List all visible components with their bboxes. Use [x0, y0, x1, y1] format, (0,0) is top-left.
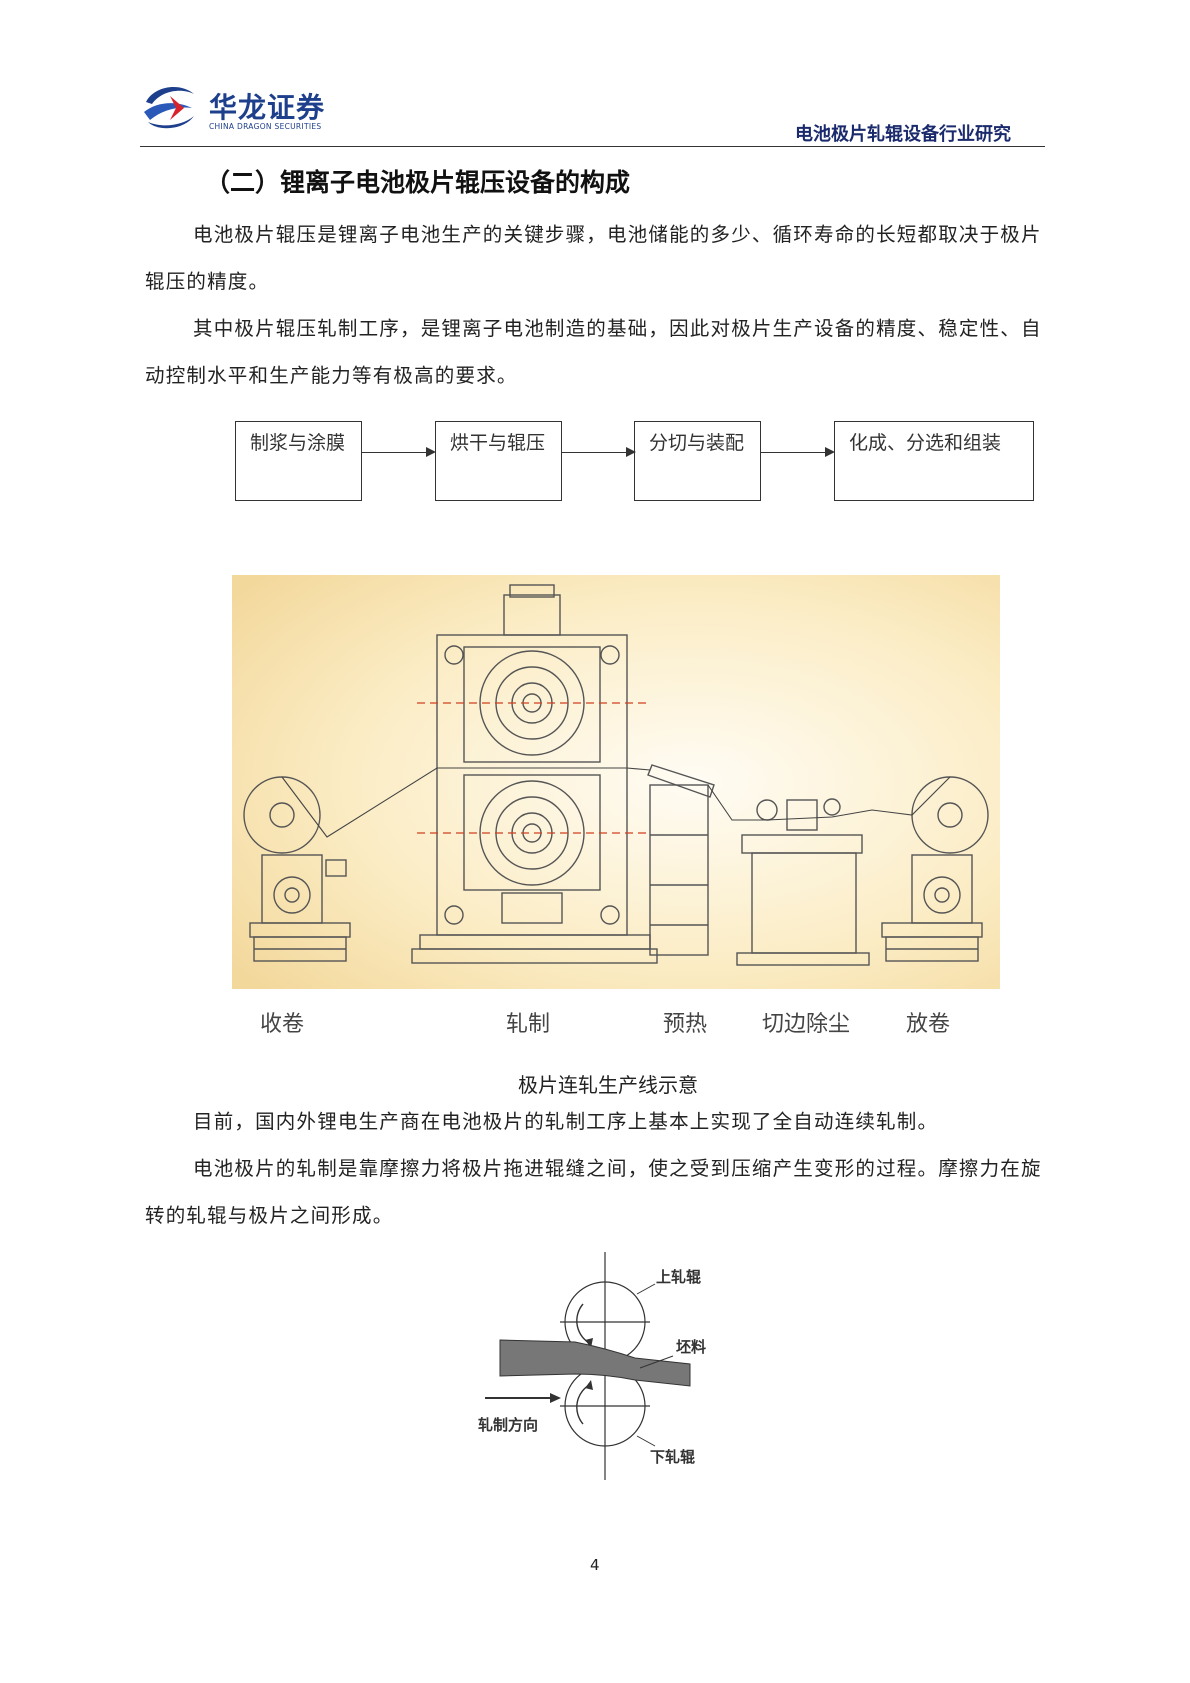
label-winding: 收卷: [260, 1012, 305, 1037]
logo-chinese-name: 华龙证券: [209, 91, 326, 124]
body-paragraphs: 目前，国内外锂电生产商在电池极片的轧制工序上基本上实现了全自动连续轧制。 电池极…: [145, 1098, 1050, 1239]
label-upper-roller: 上轧辊: [656, 1268, 702, 1286]
report-title: 电池极片轧辊设备行业研究: [795, 124, 1011, 145]
header-divider: [140, 146, 1045, 147]
flow-arrow-1: [362, 447, 436, 457]
flow-arrow-2: [562, 447, 636, 457]
paragraph-1: 电池极片辊压是锂离子电池生产的关键步骤，电池储能的多少、循环寿命的长短都取决于极…: [145, 223, 1042, 293]
production-line-diagram: [232, 575, 1000, 989]
flow-step-1: 制浆与涂膜: [235, 421, 362, 501]
label-preheat: 预热: [663, 1012, 708, 1037]
flow-step-2: 烘干与辊压: [435, 421, 562, 501]
logo-english-name: CHINA DRAGON SECURITIES: [209, 122, 322, 131]
label-rolling-direction: 轧制方向: [478, 1416, 539, 1434]
label-billet: 坯料: [676, 1338, 707, 1356]
page-number: 4: [590, 1556, 600, 1574]
paragraph-2: 其中极片辊压轧制工序，是锂离子电池制造的基础，因此对极片生产设备的精度、稳定性、…: [145, 317, 1042, 387]
paragraph-4: 电池极片的轧制是靠摩擦力将极片拖进辊缝之间，使之受到压缩产生变形的过程。摩擦力在…: [145, 1157, 1042, 1227]
china-dragon-logo-icon: [144, 87, 194, 129]
label-rolling: 轧制: [506, 1012, 551, 1037]
flow-step-3: 分切与装配: [634, 421, 761, 501]
paragraph-3: 目前，国内外锂电生产商在电池极片的轧制工序上基本上实现了全自动连续轧制。: [193, 1110, 939, 1133]
flow-step-4: 化成、分选和组装: [834, 421, 1034, 501]
label-unwinding: 放卷: [906, 1012, 951, 1037]
section-title: （二）锂离子电池极片辊压设备的构成: [205, 168, 631, 197]
figure-caption: 极片连轧生产线示意: [518, 1073, 698, 1097]
intro-paragraphs: 电池极片辊压是锂离子电池生产的关键步骤，电池储能的多少、循环寿命的长短都取决于极…: [145, 211, 1050, 399]
roller-diagram: [485, 1252, 691, 1480]
label-edge-trim: 切边除尘: [762, 1012, 851, 1037]
flow-arrow-3: [761, 447, 835, 457]
label-lower-roller: 下轧辊: [650, 1448, 696, 1466]
